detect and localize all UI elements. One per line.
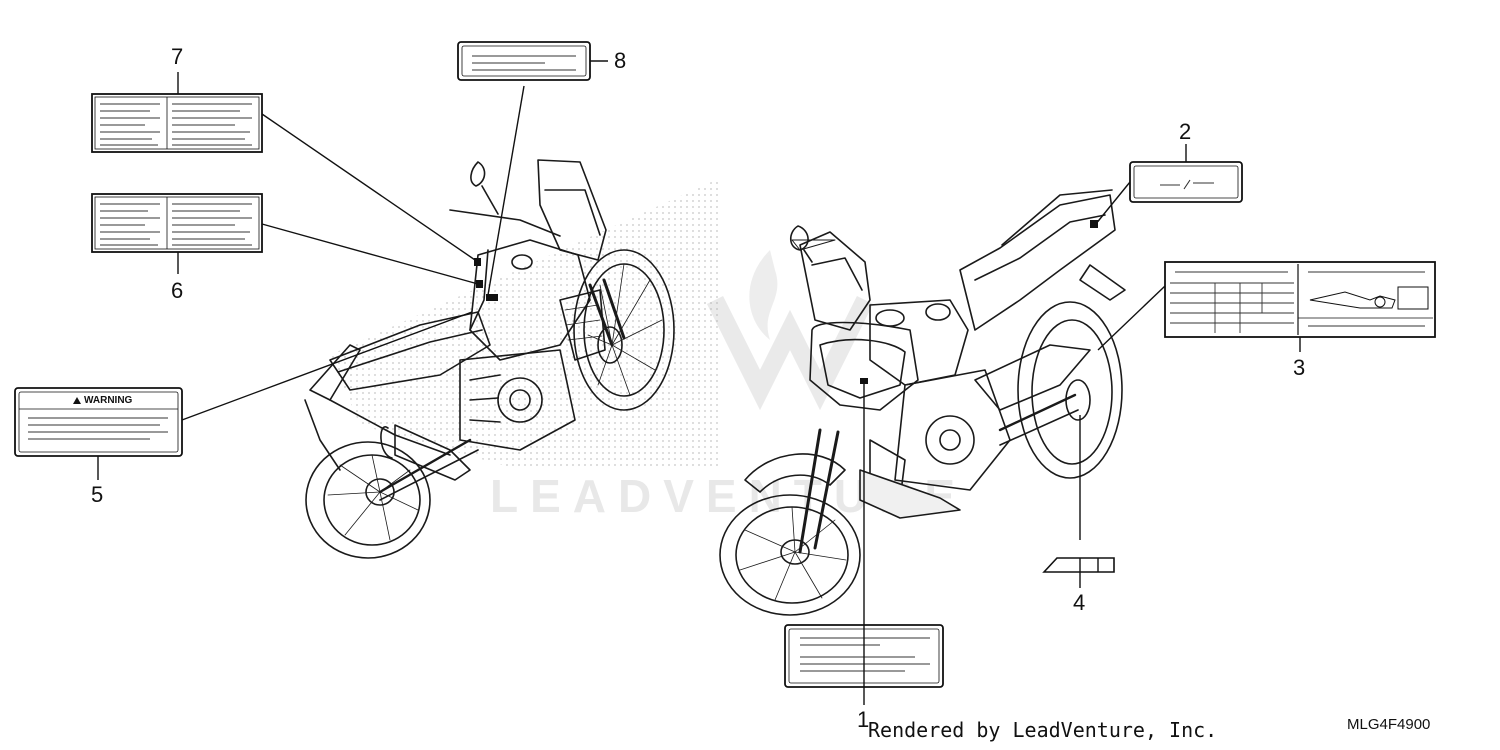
render-credit: Rendered by LeadVenture, Inc. [868, 718, 1218, 742]
dotted-shading [330, 178, 722, 470]
label-3-plate [1164, 261, 1436, 338]
callout-2: 2 [1179, 119, 1191, 144]
callout-3: 3 [1293, 355, 1305, 380]
leader-lines [97, 60, 1301, 705]
warning-triangle-icon [73, 397, 81, 404]
label-7-plate [91, 93, 263, 153]
label-2-plate [1129, 161, 1243, 203]
label-6-plate [91, 193, 263, 253]
callout-4: 4 [1073, 590, 1085, 615]
callout-1: 1 [857, 707, 869, 732]
diagram-code: MLG4F4900 [1347, 716, 1431, 733]
label-4-plate [1042, 557, 1115, 573]
label-8-plate [457, 41, 591, 81]
bike-tool-icon [1309, 291, 1396, 309]
right-motorcycle-illustration [719, 189, 1126, 616]
callout-5: 5 [91, 482, 103, 507]
warning-heading: WARNING [84, 395, 133, 406]
callout-numbers: 7 8 6 5 2 3 4 1 [91, 44, 1305, 732]
callout-8: 8 [614, 48, 626, 73]
label-5-warning-plate: WARNING [14, 387, 183, 457]
callout-6: 6 [171, 278, 183, 303]
callout-7: 7 [171, 44, 183, 69]
left-motorcycle-illustration [304, 159, 675, 559]
label-position-markers [474, 220, 1098, 384]
